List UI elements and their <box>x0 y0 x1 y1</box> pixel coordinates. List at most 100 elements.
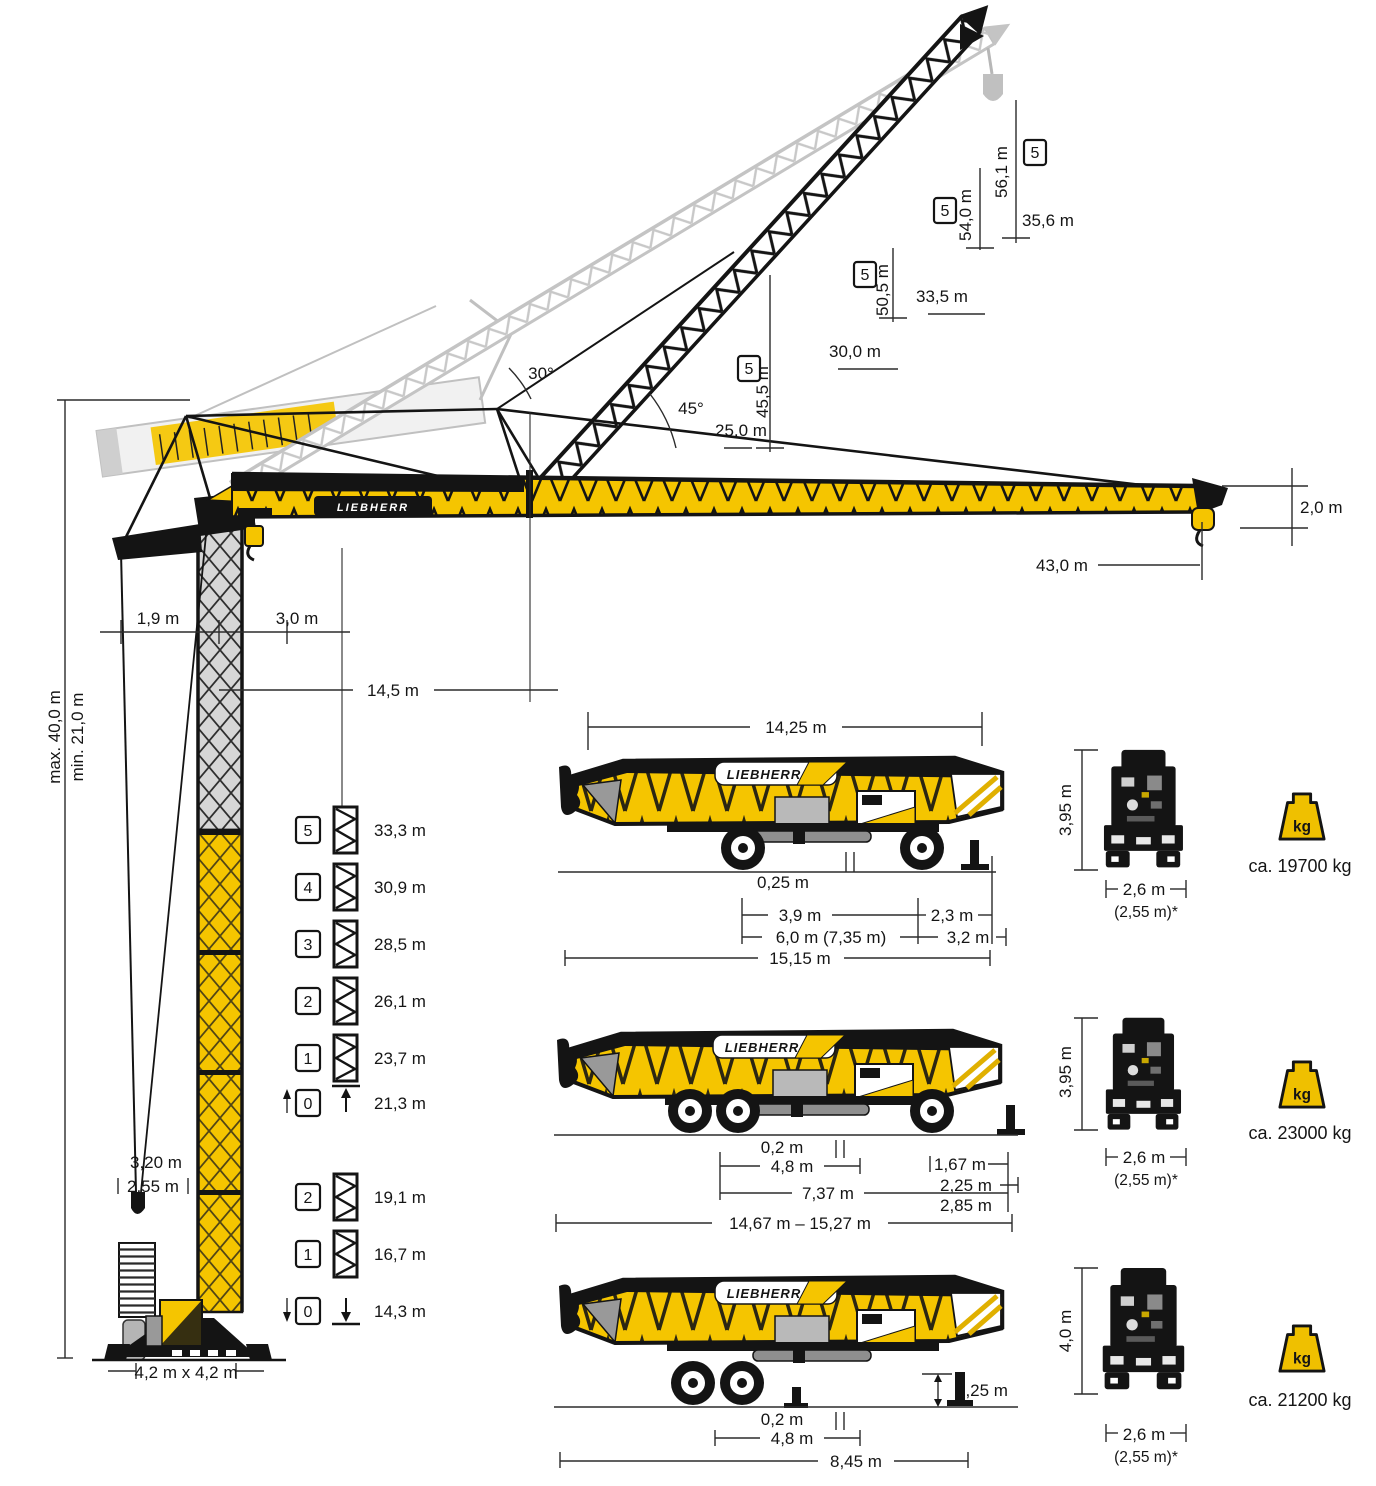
dim-height-455: 45,5 m <box>753 366 772 418</box>
dim-radius-335: 33,5 m <box>916 287 968 306</box>
weight-icon <box>1278 1324 1326 1373</box>
wheel <box>910 1089 954 1133</box>
dim-d2: 3,9 m <box>779 906 822 925</box>
dim-rear-height: 3,95 m <box>1056 784 1075 836</box>
wheel <box>900 826 944 870</box>
legend-value: 33,3 m <box>374 821 426 840</box>
dim-d1: 0,2 m <box>761 1410 804 1429</box>
tower <box>194 485 256 1314</box>
wheel <box>721 826 765 870</box>
angle-45-label: 45° <box>678 399 704 418</box>
wheel <box>720 1361 764 1405</box>
dim-d2: 4,8 m <box>771 1157 814 1176</box>
legend-badge: 3 <box>304 937 313 954</box>
legend-badge: 0 <box>304 1304 313 1321</box>
dim-length-total: 15,15 m <box>769 949 830 968</box>
transport-weight: ca. 21200 kg <box>1248 1390 1351 1410</box>
legend-value: 16,7 m <box>374 1245 426 1264</box>
dim-d4: 2,25 m <box>940 1176 992 1195</box>
luffed-tip-pennant <box>960 24 984 50</box>
dim-support-height: 1,25 m <box>956 1381 1008 1400</box>
legend-value: 14,3 m <box>374 1302 426 1321</box>
dim-base-footprint: 4,2 m x 4,2 m <box>135 1363 238 1382</box>
elevation-dimensions: 5 56,1 m 35,6 m 5 54,0 m 33,5 m 5 50,5 m… <box>45 100 1343 1382</box>
truck-rear-view <box>1105 1017 1182 1130</box>
dim-min-radius: 3,0 m <box>276 609 319 628</box>
badge-label: 5 <box>861 267 870 284</box>
transport-weight: ca. 19700 kg <box>1248 856 1351 876</box>
truck-side-view <box>559 1276 1003 1363</box>
trolley-hook-near <box>238 508 272 562</box>
dim-rear-height: 4,0 m <box>1056 1310 1075 1353</box>
legend-value: 26,1 m <box>374 992 426 1011</box>
dim-hinge-distance: 14,5 m <box>367 681 419 700</box>
dim-counter-radius: 1,9 m <box>137 609 180 628</box>
dim-tip-drop: 2,0 m <box>1300 498 1343 517</box>
jib: LIEBHERR <box>231 470 1199 519</box>
dim-rear-width-alt: (2,55 m)* <box>1114 904 1178 921</box>
crane-base <box>92 1299 286 1362</box>
dim-radius-250: 25,0 m <box>715 421 767 440</box>
dim-rear-width: 2,6 m <box>1123 880 1166 899</box>
dim-d5: 2,85 m <box>940 1196 992 1215</box>
tower-height-legend: 5 33,3 m 4 30,9 m 3 28,5 m 2 26,1 m 1 23… <box>283 805 426 1326</box>
truck-rear-view <box>1102 1267 1185 1390</box>
dim-radius-300: 30,0 m <box>829 342 881 361</box>
legend-badge: 1 <box>304 1051 313 1068</box>
wheel <box>671 1361 715 1405</box>
legend-value: 28,5 m <box>374 935 426 954</box>
wheel <box>668 1089 712 1133</box>
weight-icon <box>1278 1060 1326 1109</box>
wheel <box>716 1089 760 1133</box>
legend-badge: 0 <box>304 1096 313 1113</box>
counter-jib <box>112 524 202 560</box>
dim-max-radius: 43,0 m <box>1036 556 1088 575</box>
badge-label: 5 <box>745 361 754 378</box>
dim-d1: 0,25 m <box>757 873 809 892</box>
dim-d3: 2,3 m <box>931 906 974 925</box>
transport-weight: ca. 23000 kg <box>1248 1123 1351 1143</box>
dim-hook-height-max: max. 40,0 m <box>45 690 64 784</box>
transport-unit-3: 1,25 m 0,2 m 4,8 m 8,45 m 4,0 m 2,6 m (2… <box>554 1267 1352 1471</box>
jib-logo-text: LIEBHERR <box>337 502 409 514</box>
dim-d2: 4,8 m <box>771 1429 814 1448</box>
luffed-jib-30-ghost <box>229 23 1011 499</box>
dim-rear-width: 2,6 m <box>1123 1148 1166 1167</box>
dim-d3: 1,67 m <box>934 1155 986 1174</box>
ghost-hook <box>983 47 1003 101</box>
jib-tip-hook <box>1191 478 1228 548</box>
badge-label: 5 <box>941 203 950 220</box>
dim-length-top: 14,25 m <box>765 718 826 737</box>
transport-unit-2: 0,2 m 4,8 m 1,67 m 2,25 m 2,85 m 7,37 m … <box>554 1017 1352 1233</box>
luffed-jib-45 <box>496 5 989 511</box>
dim-rear-height: 3,95 m <box>1056 1046 1075 1098</box>
dim-hook-height-min: min. 21,0 m <box>68 693 87 782</box>
dim-hoist-clearance-alt: 2,55 m <box>127 1177 179 1196</box>
legend-value: 23,7 m <box>374 1049 426 1068</box>
badge-label: 5 <box>1031 145 1040 162</box>
legend-value: 30,9 m <box>374 878 426 897</box>
weight-icon <box>1278 792 1326 841</box>
legend-badge: 5 <box>304 823 313 840</box>
transport-unit-1: 14,25 m 0,25 m 3,9 m 2,3 m 6,0 m (7,35 m… <box>558 712 1352 968</box>
dim-radius-356: 35,6 m <box>1022 211 1074 230</box>
tower-badge <box>736 354 762 383</box>
dim-rear-width-alt: (2,55 m)* <box>1114 1449 1178 1466</box>
legend-badge: 2 <box>304 994 313 1011</box>
dim-d5: 3,2 m <box>947 928 990 947</box>
hoist-ropes <box>118 534 207 1361</box>
angle-30-label: 30° <box>528 364 554 383</box>
dim-d4: 6,0 m (7,35 m) <box>776 928 887 947</box>
truck-rear-view <box>1103 749 1183 868</box>
dim-length-total: 8,45 m <box>830 1452 882 1471</box>
legend-value: 21,3 m <box>374 1094 426 1113</box>
truck-side-view <box>559 757 1003 844</box>
dim-height-56: 56,1 m <box>992 146 1011 198</box>
dim-d6: 7,37 m <box>802 1184 854 1203</box>
legend-value: 19,1 m <box>374 1188 426 1207</box>
tower-badge <box>1022 138 1048 167</box>
dim-height-54: 54,0 m <box>956 189 975 241</box>
tower-badge <box>932 196 958 225</box>
dim-rear-width: 2,6 m <box>1123 1425 1166 1444</box>
